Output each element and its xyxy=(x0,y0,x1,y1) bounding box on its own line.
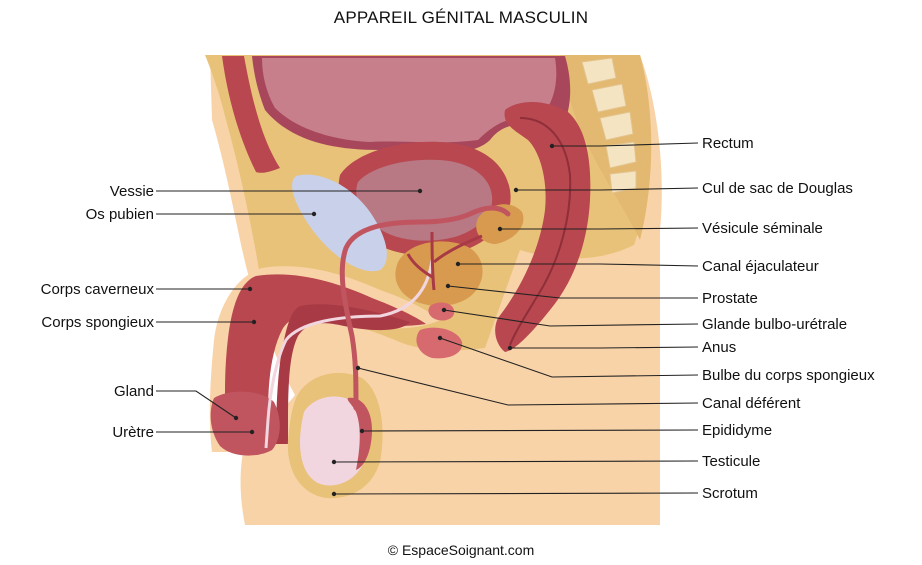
dot-prostate xyxy=(446,284,450,288)
left-labels: Vessie Os pubien Corps caverneux Corps s… xyxy=(41,183,155,441)
dot-corps-caverneux xyxy=(248,287,252,291)
label-canal-deferent: Canal déférent xyxy=(702,395,801,412)
label-epididyme: Epididyme xyxy=(702,422,772,439)
label-gland: Gland xyxy=(114,383,154,400)
label-canal-ejac: Canal éjaculateur xyxy=(702,258,819,275)
dot-vessie xyxy=(418,189,422,193)
dot-anus xyxy=(508,346,512,350)
dot-uretre xyxy=(250,430,254,434)
dot-testicule xyxy=(332,460,336,464)
label-bulbe: Bulbe du corps spongieux xyxy=(702,367,875,384)
label-rectum: Rectum xyxy=(702,135,754,152)
dot-cul-de-sac xyxy=(514,188,518,192)
label-vesicule: Vésicule séminale xyxy=(702,220,823,237)
dot-canal-ejac xyxy=(456,262,460,266)
label-testicule: Testicule xyxy=(702,453,760,470)
copyright-credit[interactable]: © EspaceSoignant.com xyxy=(0,542,922,558)
prostate xyxy=(395,241,482,306)
label-corps-spongieux: Corps spongieux xyxy=(41,314,154,331)
label-corps-caverneux: Corps caverneux xyxy=(41,281,155,298)
dot-glande-bulbo xyxy=(442,308,446,312)
dot-gland xyxy=(234,416,238,420)
label-vessie: Vessie xyxy=(110,183,154,200)
dot-vesicule xyxy=(498,227,502,231)
label-os-pubien: Os pubien xyxy=(86,206,154,223)
label-glande-bulbo: Glande bulbo-urétrale xyxy=(702,316,847,333)
label-prostate: Prostate xyxy=(702,290,758,307)
dot-epididyme xyxy=(360,429,364,433)
dot-rectum xyxy=(550,144,554,148)
label-uretre: Urètre xyxy=(112,424,154,441)
right-labels: Rectum Cul de sac de Douglas Vésicule sé… xyxy=(702,135,875,502)
label-anus: Anus xyxy=(702,339,736,356)
label-scrotum: Scrotum xyxy=(702,485,758,502)
dot-os-pubien xyxy=(312,212,316,216)
label-cul-de-sac: Cul de sac de Douglas xyxy=(702,180,853,197)
dot-corps-spongieux xyxy=(252,320,256,324)
dot-canal-deferent xyxy=(356,366,360,370)
dot-bulbe xyxy=(438,336,442,340)
dot-scrotum xyxy=(332,492,336,496)
